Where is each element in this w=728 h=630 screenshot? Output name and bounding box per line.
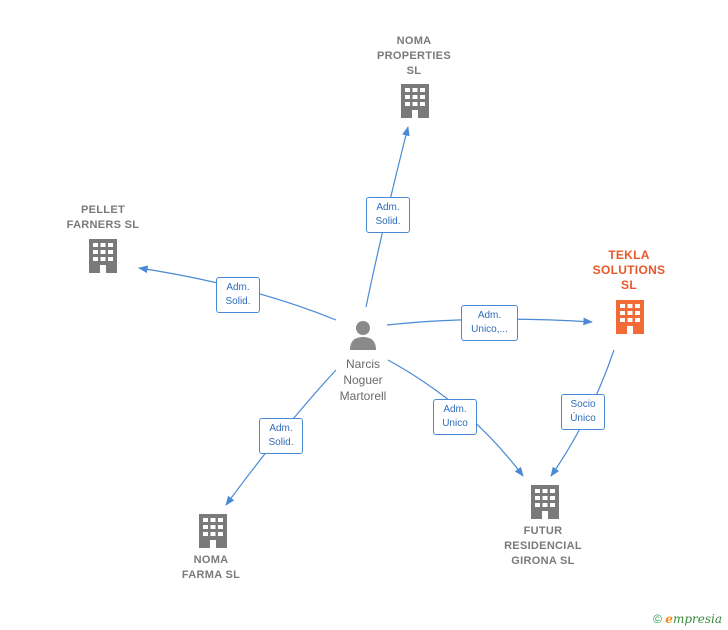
building-icon[interactable] [89, 239, 117, 273]
empresia-logo[interactable]: © empresia [653, 612, 722, 626]
company-label-noma-properties[interactable]: NOMA PROPERTIES SL [377, 35, 451, 77]
edge-label-to-noma-farma: Adm. Solid. [259, 418, 303, 454]
company-label-futur-residencial[interactable]: FUTUR RESIDENCIAL GIRONA SL [504, 525, 582, 567]
company-label-pellet-farners[interactable]: PELLET FARNERS SL [66, 204, 140, 231]
edge-label-to-tekla-solutions: Adm. Unico,... [461, 305, 518, 341]
edge-label-to-futur-residencial: Adm. Unico [433, 399, 477, 435]
building-icon[interactable] [531, 485, 559, 519]
edge-label-to-pellet-farners: Adm. Solid. [216, 277, 260, 313]
building-icon-highlighted[interactable] [616, 300, 644, 334]
person-label[interactable]: Narcis Noguer Martorell [339, 357, 387, 403]
edge-label-tekla-to-futur: Socio Único [561, 394, 605, 430]
company-label-noma-farma[interactable]: NOMA FARMA SL [181, 554, 241, 581]
building-icon[interactable] [199, 514, 227, 548]
building-icon[interactable] [401, 84, 429, 118]
person-icon[interactable] [350, 321, 376, 350]
copyright-symbol: © [653, 612, 662, 626]
brand-name: empresia [665, 612, 722, 626]
edge-label-to-noma-properties: Adm. Solid. [366, 197, 410, 233]
company-label-tekla-solutions[interactable]: TEKLA SOLUTIONS SL [592, 248, 666, 292]
